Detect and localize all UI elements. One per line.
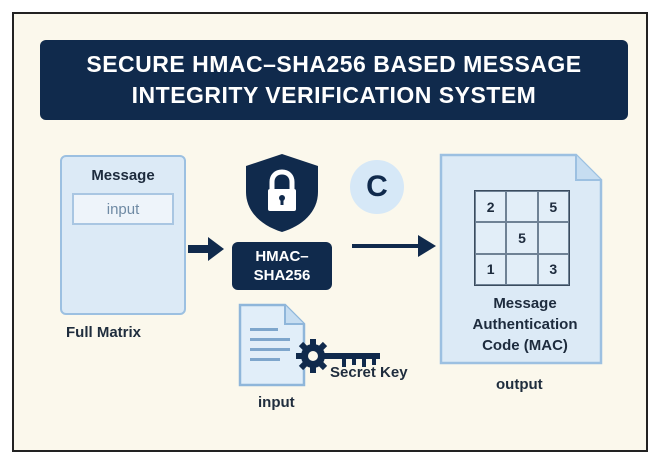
mac-title-line-1: Message	[493, 295, 557, 312]
hmac-sha256-box: HMAC– SHA256	[232, 242, 332, 290]
title-banner: SECURE HMAC–SHA256 BASED MESSAGE INTEGRI…	[40, 40, 628, 120]
message-input-field[interactable]: input	[72, 193, 174, 225]
mac-grid-cell: 2	[475, 191, 507, 223]
mac-title-line-3: Code (MAC)	[482, 337, 568, 354]
lock-shield-icon	[246, 154, 318, 232]
mac-grid-cell: 1	[475, 253, 507, 285]
mac-title: Message Authentication Code (MAC)	[445, 293, 605, 356]
c-badge: C	[350, 160, 404, 214]
document-icon	[238, 303, 306, 387]
long-arrow-right-icon	[352, 235, 436, 257]
mac-grid-cell	[506, 253, 538, 285]
gear-key-icon	[296, 339, 380, 373]
mac-grid-cell	[537, 222, 569, 254]
hmac-line-2: SHA256	[253, 267, 311, 284]
mac-grid-cell	[506, 191, 538, 223]
secret-key-label: Secret Key	[330, 364, 408, 381]
arrow-right-icon	[188, 237, 224, 261]
hmac-line-1: HMAC–	[255, 248, 309, 265]
mac-grid: 2 5 5 1 3	[474, 190, 570, 286]
message-title: Message	[91, 167, 155, 184]
title-line-2: INTEGRITY VERIFICATION SYSTEM	[131, 82, 537, 108]
mac-grid-cell	[475, 222, 507, 254]
title-line-1: SECURE HMAC–SHA256 BASED MESSAGE	[86, 51, 582, 77]
message-card: Message input	[60, 155, 186, 315]
mac-grid-cell: 5	[506, 222, 538, 254]
key-input-label: input	[258, 394, 295, 411]
mac-grid-cell: 3	[537, 253, 569, 285]
full-matrix-label: Full Matrix	[66, 324, 142, 341]
mac-grid-cell: 5	[537, 191, 569, 223]
output-label: output	[496, 376, 543, 393]
mac-title-line-2: Authentication	[472, 316, 578, 333]
